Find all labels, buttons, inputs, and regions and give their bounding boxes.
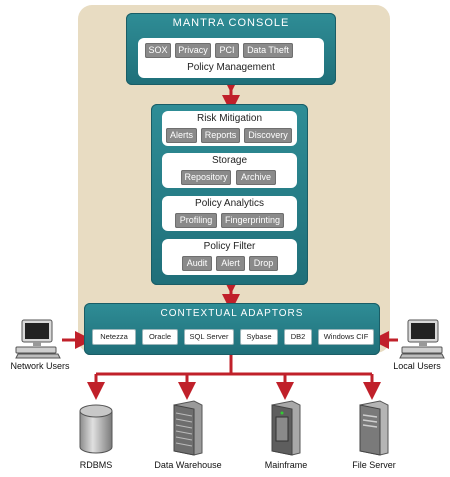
chip-sox: SOX: [145, 43, 171, 58]
file-server-label: File Server: [352, 460, 396, 470]
chip-repository: Repository: [181, 170, 231, 185]
risk-mitigation-box: Risk Mitigation Alerts Reports Discovery: [162, 111, 297, 146]
rdbms-label: RDBMS: [79, 460, 113, 470]
contextual-adaptors-panel: CONTEXTUAL ADAPTORS Netezza Oracle SQL S…: [84, 303, 380, 355]
chip-profiling: Profiling: [175, 213, 217, 228]
network-users-label: Network Users: [10, 361, 70, 371]
file-server-icon: [359, 400, 389, 456]
chip-audit: Audit: [182, 256, 212, 271]
processing-stack-panel: Risk Mitigation Alerts Reports Discovery…: [151, 104, 308, 285]
policy-analytics-box: Policy Analytics Profiling Fingerprintin…: [162, 196, 297, 231]
chip-archive: Archive: [236, 170, 276, 185]
console-subtitle: Policy Management: [187, 62, 275, 73]
mainframe-icon: [271, 400, 301, 456]
chip-reports: Reports: [201, 128, 240, 143]
chip-privacy: Privacy: [175, 43, 211, 58]
policy-filter-title: Policy Filter: [203, 241, 256, 252]
server-rack-icon: [173, 400, 203, 456]
adaptor-sql-server: SQL Server: [184, 329, 234, 345]
chip-fingerprinting: Fingerprinting: [221, 213, 284, 228]
adaptor-oracle: Oracle: [142, 329, 178, 345]
chip-discovery: Discovery: [244, 128, 292, 143]
chip-drop: Drop: [249, 256, 278, 271]
mantra-console-panel: MANTRA CONSOLE SOX Privacy PCI Data Thef…: [126, 13, 336, 85]
chip-data-theft: Data Theft: [243, 43, 293, 58]
mainframe-label: Mainframe: [264, 460, 308, 470]
adaptor-sybase: Sybase: [240, 329, 278, 345]
adaptor-netezza: Netezza: [92, 329, 136, 345]
console-inner: SOX Privacy PCI Data Theft Policy Manage…: [138, 38, 324, 78]
adaptor-db2: DB2: [284, 329, 312, 345]
database-icon: [79, 404, 113, 454]
storage-title: Storage: [211, 155, 248, 166]
network-users-computer-icon: [15, 319, 61, 359]
chip-alerts: Alerts: [166, 128, 197, 143]
adaptor-windows-cif: Windows CIF: [318, 329, 374, 345]
local-users-label: Local Users: [393, 361, 441, 371]
chip-alert: Alert: [216, 256, 245, 271]
policy-analytics-title: Policy Analytics: [195, 198, 264, 209]
storage-box: Storage Repository Archive: [162, 153, 297, 188]
console-title: MANTRA CONSOLE: [172, 17, 290, 29]
chip-pci: PCI: [215, 43, 239, 58]
policy-filter-box: Policy Filter Audit Alert Drop: [162, 239, 297, 275]
adaptors-title: CONTEXTUAL ADAPTORS: [160, 308, 304, 319]
local-users-computer-icon: [399, 319, 445, 359]
data-warehouse-label: Data Warehouse: [154, 460, 222, 470]
risk-mitigation-title: Risk Mitigation: [196, 113, 263, 124]
